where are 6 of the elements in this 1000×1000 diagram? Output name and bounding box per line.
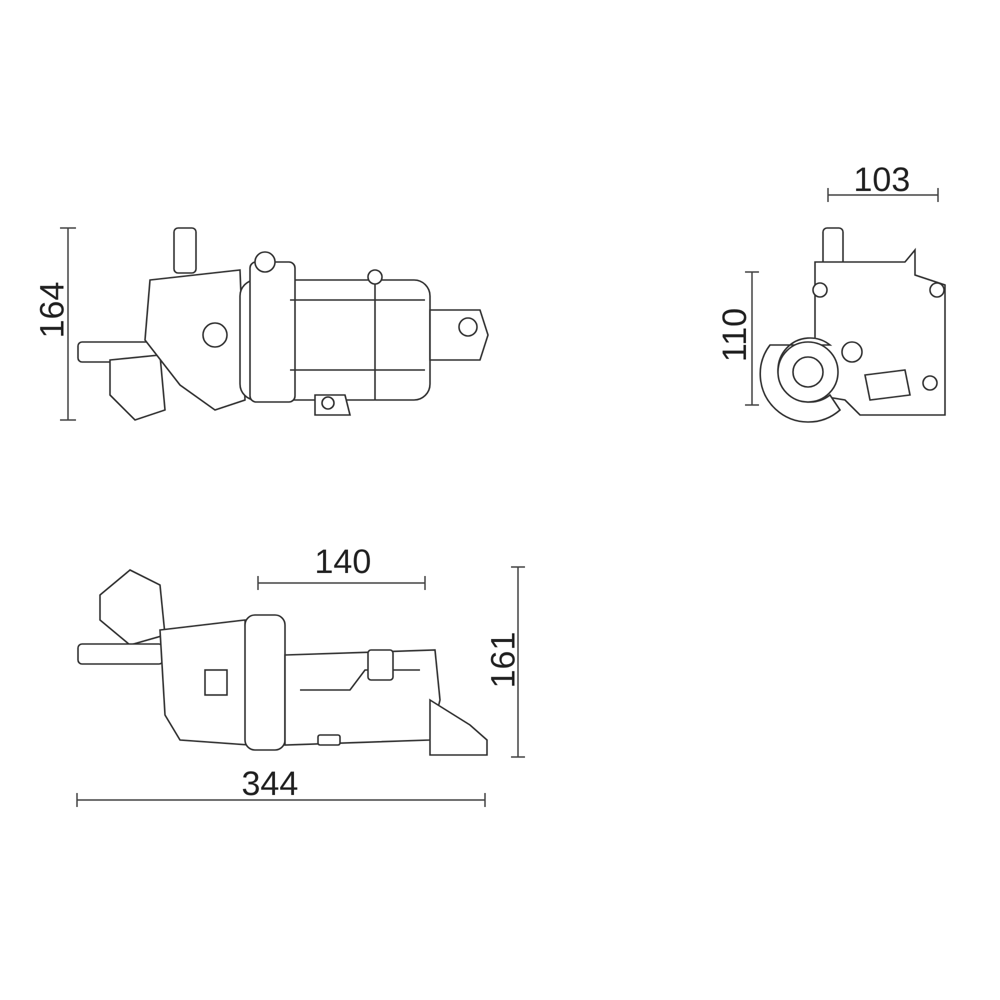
dimension-label: 140: [314, 545, 372, 579]
dimension-label: 110: [718, 308, 752, 362]
dimension-label: 161: [486, 632, 520, 688]
dimension-label: 164: [34, 282, 69, 338]
dimension-label: 103: [854, 163, 910, 197]
dimension-label: 344: [242, 767, 298, 801]
